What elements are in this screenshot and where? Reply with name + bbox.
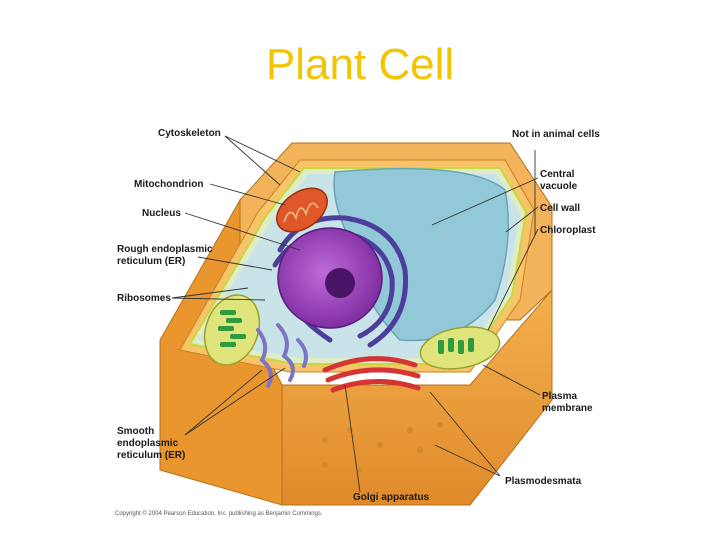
label-plasma-membrane-1: Plasma: [542, 391, 577, 402]
label-cell-wall: Cell wall: [540, 203, 580, 214]
label-chloroplast: Chloroplast: [540, 225, 596, 236]
label-golgi-apparatus: Golgi apparatus: [353, 492, 430, 503]
label-nucleus: Nucleus: [142, 208, 181, 219]
label-smooth-er-3: reticulum (ER): [117, 450, 185, 461]
page-title: Plant Cell: [265, 40, 455, 89]
label-smooth-er-1: Smooth: [117, 426, 154, 437]
label-mitochondrion: Mitochondrion: [134, 179, 203, 190]
chloroplast-right: [419, 326, 501, 370]
leader-lines: [171, 135, 541, 493]
label-central-vacuole-1: Central: [540, 169, 575, 180]
copyright-text: Copyright © 2004 Pearson Education, Inc.…: [115, 510, 323, 517]
label-ribosomes: Ribosomes: [117, 293, 171, 304]
label-central-vacuole-2: vacuole: [540, 181, 578, 192]
nucleus: [277, 227, 383, 329]
label-plasmodesmata: Plasmodesmata: [505, 476, 582, 487]
label-rough-er-1: Rough endoplasmic: [117, 244, 213, 255]
golgi-apparatus: [322, 356, 421, 393]
label-not-in-animal-cells: Not in animal cells: [512, 129, 600, 140]
label-cytoskeleton: Cytoskeleton: [158, 128, 221, 139]
label-smooth-er-2: endoplasmic: [117, 438, 179, 449]
label-plasma-membrane-2: membrane: [542, 403, 593, 414]
chloroplast-left: [203, 294, 261, 366]
nucleolus: [325, 268, 355, 298]
mitochondrion: [276, 187, 328, 233]
label-rough-er-2: reticulum (ER): [117, 256, 185, 267]
